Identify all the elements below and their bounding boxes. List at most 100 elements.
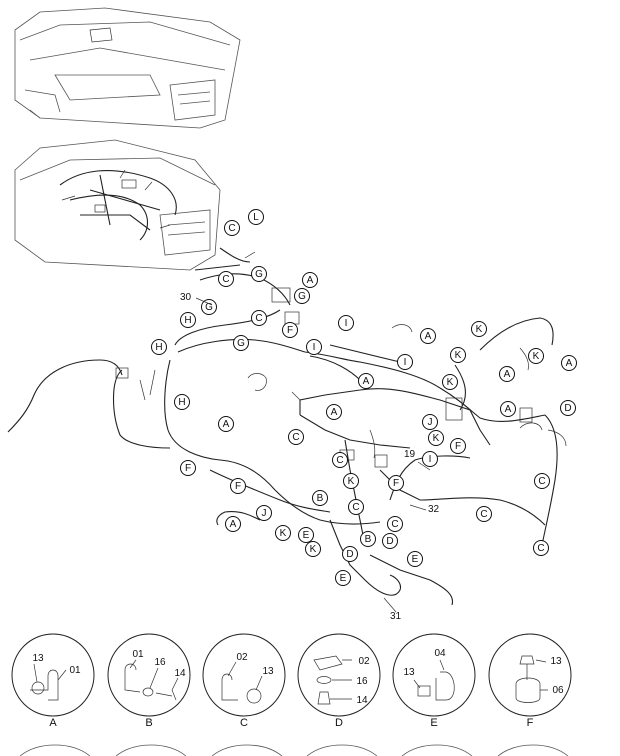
svg-text:A: A (505, 404, 512, 415)
callout-a: A (326, 404, 342, 420)
detail-letter: D (335, 717, 343, 729)
detail-number: 13 (262, 666, 274, 677)
detail-d: 02 16 14 D (297, 633, 381, 729)
callout-c: C (288, 429, 304, 445)
detail-number: 13 (550, 656, 562, 667)
callout-j: J (256, 505, 272, 521)
callout-c: C (476, 506, 492, 522)
svg-text:E: E (412, 554, 419, 565)
svg-text:K: K (348, 476, 355, 487)
svg-text:G: G (255, 269, 263, 280)
svg-text:H: H (184, 315, 191, 326)
callout-g: G (233, 335, 249, 351)
svg-text:I: I (429, 454, 432, 465)
svg-text:D: D (564, 403, 571, 414)
svg-text:K: K (455, 350, 462, 361)
callout-i: I (306, 339, 322, 355)
svg-text:A: A (230, 519, 237, 530)
callout-k: K (450, 347, 466, 363)
detail-letter: B (145, 717, 152, 729)
svg-text:I: I (313, 342, 316, 353)
detail-number: 06 (552, 685, 564, 696)
part-number: 32 (428, 504, 440, 515)
detail-number: 16 (356, 676, 368, 687)
svg-text:G: G (237, 338, 245, 349)
part-number: 30 (180, 292, 192, 303)
svg-text:C: C (336, 455, 343, 466)
svg-text:A: A (307, 275, 314, 286)
detail-number: 01 (69, 665, 81, 676)
detail-views: 13 01 A 01 16 14 B 02 13 C (11, 633, 572, 729)
detail-number: 16 (154, 657, 166, 668)
svg-text:F: F (393, 478, 399, 489)
callout-d: D (560, 400, 576, 416)
part-number: 19 (404, 449, 416, 460)
svg-text:E: E (303, 530, 310, 541)
callout-k: K (428, 430, 444, 446)
svg-text:C: C (352, 502, 359, 513)
svg-text:E: E (340, 573, 347, 584)
detail-views-next-row (19, 744, 569, 756)
part-number: 31 (390, 611, 402, 622)
callout-h: H (180, 312, 196, 328)
svg-text:D: D (386, 536, 393, 547)
callout-f: F (180, 460, 196, 476)
detail-number: 02 (236, 652, 248, 663)
callout-c: C (251, 310, 267, 326)
callout-a: A (358, 373, 374, 389)
part-number-labels: 30 19 32 31 (180, 292, 440, 622)
callout-a: A (302, 272, 318, 288)
callout-d: D (342, 546, 358, 562)
svg-text:B: B (317, 493, 324, 504)
svg-text:C: C (537, 543, 544, 554)
callout-j: J (422, 414, 438, 430)
svg-text:G: G (205, 302, 213, 313)
callout-e: E (407, 551, 423, 567)
callout-a: A (561, 355, 577, 371)
svg-text:C: C (292, 432, 299, 443)
callout-b: B (312, 490, 328, 506)
svg-text:I: I (404, 357, 407, 368)
svg-text:C: C (228, 223, 235, 234)
callout-i: I (422, 451, 438, 467)
callout-l: L (248, 209, 264, 225)
callout-a: A (218, 416, 234, 432)
callout-a: A (499, 366, 515, 382)
svg-text:H: H (178, 397, 185, 408)
callout-g: G (251, 266, 267, 282)
callout-i: I (338, 315, 354, 331)
svg-text:A: A (331, 407, 338, 418)
callout-c: C (533, 540, 549, 556)
callout-a: A (420, 328, 436, 344)
callout-e: E (335, 570, 351, 586)
callout-f: F (282, 322, 298, 338)
callout-k: K (275, 525, 291, 541)
detail-letter: A (49, 717, 57, 729)
svg-text:B: B (365, 534, 372, 545)
svg-text:A: A (504, 369, 511, 380)
detail-f: 13 06 F (488, 633, 572, 729)
detail-letter: E (430, 717, 437, 729)
callout-h: H (174, 394, 190, 410)
callout-c: C (332, 452, 348, 468)
svg-text:C: C (222, 274, 229, 285)
detail-number: 01 (132, 649, 144, 660)
svg-text:J: J (262, 508, 267, 519)
callout-c: C (218, 271, 234, 287)
callout-k: K (471, 321, 487, 337)
svg-text:F: F (185, 463, 191, 474)
callout-h: H (151, 339, 167, 355)
callout-c: C (348, 499, 364, 515)
svg-text:K: K (533, 351, 540, 362)
svg-text:K: K (476, 324, 483, 335)
detail-a: 13 01 A (11, 633, 95, 729)
detail-number: 13 (32, 653, 44, 664)
svg-text:A: A (223, 419, 230, 430)
svg-text:K: K (447, 377, 454, 388)
callout-a: A (225, 516, 241, 532)
svg-text:K: K (310, 544, 317, 555)
main-harness (7, 247, 567, 606)
svg-text:A: A (566, 358, 573, 369)
callout-g: G (294, 288, 310, 304)
